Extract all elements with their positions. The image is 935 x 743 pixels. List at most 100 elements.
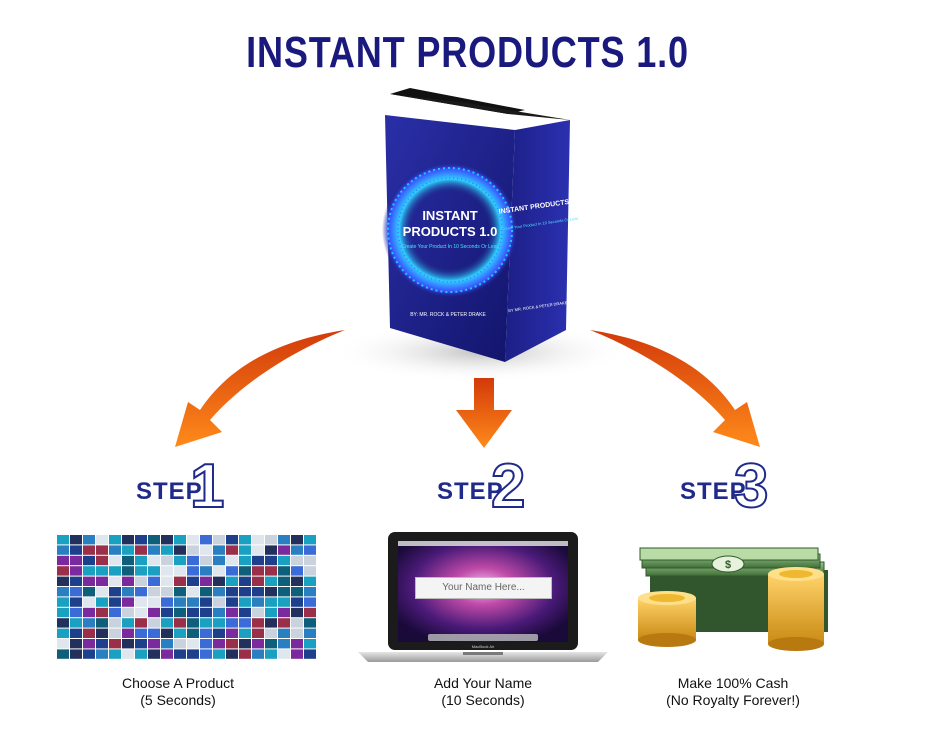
collage-tile [135,535,147,545]
cash-money-image: $ [638,547,828,651]
collage-tile [109,628,121,638]
collage-tile [96,545,108,555]
collage-tile [200,639,212,649]
collage-tile [135,618,147,628]
collage-tile [239,618,251,628]
collage-tile [252,639,264,649]
collage-tile [200,607,212,618]
collage-tile [70,649,82,659]
page-title: INSTANT PRODUCTS 1.0 [246,28,689,77]
collage-tile [148,649,160,659]
step-2-caption-line2: (10 Seconds) [441,692,525,708]
collage-tile [226,649,238,659]
collage-tile [200,535,212,545]
collage-tile [70,555,82,566]
collage-tile [291,587,303,597]
collage-tile [174,607,186,618]
collage-tile [304,587,316,597]
collage-tile [122,545,134,555]
collage-tile [226,628,238,638]
collage-tile [122,587,134,597]
box-front-byline: BY: MR. ROCK & PETER DRAKE [410,312,486,318]
collage-tile [187,628,199,638]
collage-tile [265,597,277,607]
step-3-number: 3 [733,452,770,521]
collage-tile [278,618,290,628]
collage-tile [200,649,212,659]
collage-tile [252,545,264,555]
collage-tile [226,639,238,649]
collage-tile [135,639,147,649]
collage-tile [239,566,251,576]
collage-tile [252,649,264,659]
collage-tile [174,618,186,628]
collage-tile [96,555,108,566]
collage-tile [265,618,277,628]
collage-tile [122,639,134,649]
collage-tile [213,566,225,576]
collage-tile [83,649,95,659]
collage-tile [148,597,160,607]
collage-tile [96,566,108,576]
collage-tile [161,545,173,555]
collage-tile [70,576,82,586]
collage-tile [239,628,251,638]
collage-tile [252,618,264,628]
step-2-caption: Add Your Name (10 Seconds) [373,675,593,709]
collage-tile [252,587,264,597]
collage-tile [187,587,199,597]
collage-tile [135,587,147,597]
collage-tile [161,555,173,566]
collage-tile [278,649,290,659]
collage-tile [57,649,69,659]
collage-tile [200,545,212,555]
collage-tile [187,555,199,566]
collage-tile [122,607,134,618]
collage-tile [122,535,134,545]
collage-tile [83,587,95,597]
collage-tile [291,535,303,545]
collage-tile [278,639,290,649]
collage-tile [265,566,277,576]
step-2-word: STEP [437,478,504,505]
collage-tile [70,628,82,638]
collage-tile [161,649,173,659]
collage-tile [252,566,264,576]
collage-tile [174,576,186,586]
collage-tile [213,597,225,607]
collage-tile [239,607,251,618]
step-1-caption-line2: (5 Seconds) [140,692,216,708]
collage-tile [70,597,82,607]
collage-tile [83,639,95,649]
collage-tile [291,576,303,586]
collage-tile [239,597,251,607]
collage-tile [96,618,108,628]
collage-tile [213,545,225,555]
collage-tile [200,628,212,638]
collage-tile [57,566,69,576]
collage-tile [187,566,199,576]
collage-tile [304,649,316,659]
collage-tile [135,566,147,576]
step-3-caption-line2: (No Royalty Forever!) [666,692,800,708]
collage-tile [174,639,186,649]
collage-tile [83,576,95,586]
collage-tile [304,639,316,649]
collage-tile [291,597,303,607]
collage-tile [304,597,316,607]
collage-tile [265,628,277,638]
collage-tile [239,576,251,586]
collage-tile [174,649,186,659]
collage-tile [96,576,108,586]
collage-tile [57,535,69,545]
collage-tile [109,639,121,649]
collage-tile [174,566,186,576]
collage-tile [291,607,303,618]
step-1-number: 1 [189,452,226,521]
collage-tile [239,535,251,545]
step-1-caption: Choose A Product (5 Seconds) [68,675,288,709]
collage-tile [161,639,173,649]
collage-tile [265,649,277,659]
collage-tile [135,607,147,618]
collage-tile [226,566,238,576]
